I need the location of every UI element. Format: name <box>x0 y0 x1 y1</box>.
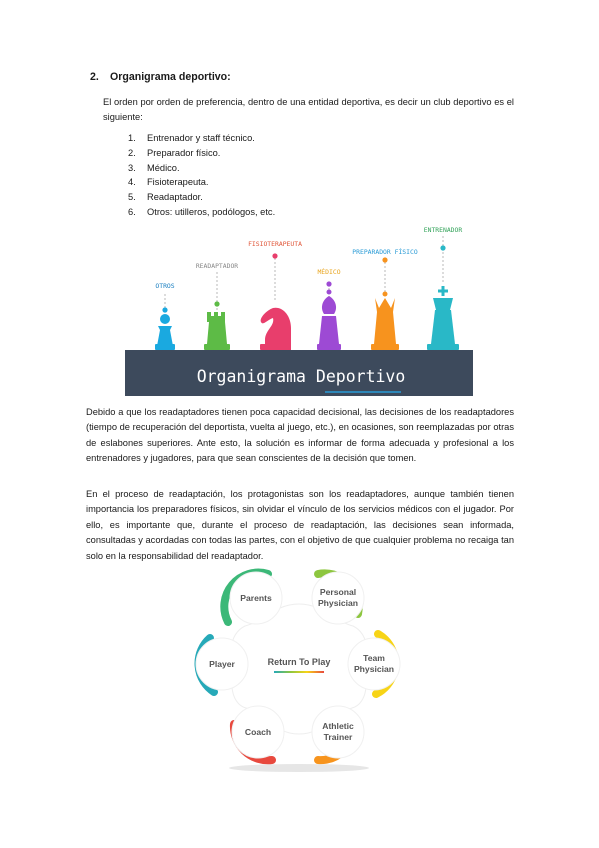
node-trainer: Trainer <box>324 732 353 742</box>
knight-icon <box>260 307 291 350</box>
label-medico: MÉDICO <box>317 267 340 276</box>
list-item: 5.Readaptador. <box>128 192 203 203</box>
ranking-list: 1.Entrenador y staff técnico. 2.Preparad… <box>128 131 275 220</box>
node-athletic: Athletic <box>322 721 354 731</box>
king-icon <box>427 286 459 350</box>
center-label: Return To Play <box>268 657 331 667</box>
section-heading: 2. Organigrama deportivo: <box>90 71 231 83</box>
list-item: 3.Médico. <box>128 162 180 173</box>
section-title: Organigrama deportivo: <box>110 71 231 83</box>
label-preparador: PREPARADOR FÍSICO <box>352 247 418 256</box>
pawn-icon <box>155 314 175 350</box>
node-personal: Personal <box>320 587 356 597</box>
paragraph-2: En el proceso de readaptación, los prota… <box>86 489 514 561</box>
node-team-physician: Physician <box>354 664 394 674</box>
center-underline <box>274 671 324 673</box>
rook-icon <box>204 312 230 350</box>
queen-icon <box>371 291 399 350</box>
intro-paragraph: El orden por orden de preferencia, dentr… <box>103 97 514 123</box>
node-player: Player <box>209 659 235 669</box>
list-item: 4.Fisioterapeuta. <box>128 177 209 188</box>
node-team: Team <box>363 653 385 663</box>
list-item: 1.Entrenador y staff técnico. <box>128 133 255 143</box>
label-otros: OTROS <box>155 282 174 290</box>
list-item: 2.Preparador físico. <box>128 147 221 158</box>
return-to-play-diagram: Parents Personal Physician Team Physicia… <box>194 568 401 772</box>
list-item: 6.Otros: utilleros, podólogos, etc. <box>128 206 276 217</box>
organigrama-image: OTROS READAPTADOR FISIOTERAPEUTA MÉDICO … <box>125 226 473 396</box>
label-fisioterapeuta: FISIOTERAPEUTA <box>248 240 302 248</box>
label-readaptador: READAPTADOR <box>196 262 238 270</box>
node-physician: Physician <box>318 598 358 608</box>
section-number: 2. <box>90 71 99 83</box>
label-entrenador: ENTRENADOR <box>424 226 463 234</box>
paragraph-1: Debido a que los readaptadores tienen po… <box>86 407 514 464</box>
banner <box>125 350 473 396</box>
node-parents: Parents <box>240 593 272 603</box>
banner-title: Organigrama Deportivo <box>197 367 406 386</box>
node-coach: Coach <box>245 727 271 737</box>
bishop-icon <box>317 289 341 350</box>
